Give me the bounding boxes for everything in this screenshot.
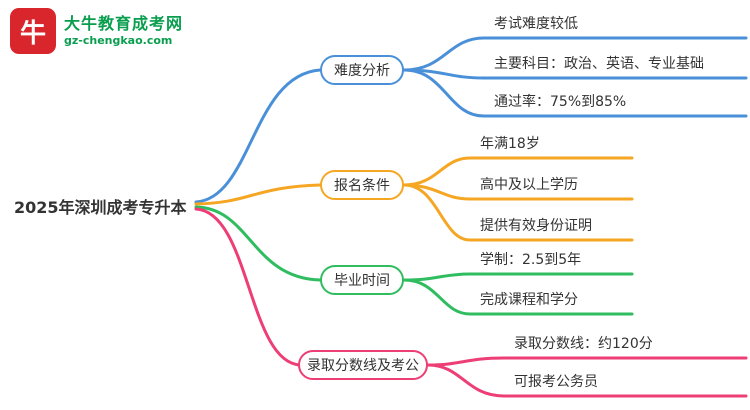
edge-root-difficulty [194, 68, 322, 204]
edge-root-requirements [194, 183, 322, 206]
leaf-exam-difficulty: 考试难度较低 [494, 16, 578, 32]
edge-requirements-child-2 [402, 183, 634, 242]
leaf-age-18: 年满18岁 [480, 136, 540, 152]
logo-title: 大牛教育成考网 [64, 14, 184, 34]
edge-requirements-child-0 [402, 156, 634, 187]
bull-logo-icon: 牛 [10, 8, 56, 54]
edge-root-graduation [194, 205, 322, 282]
edge-difficulty-child-0 [402, 36, 748, 72]
leaf-main-subjects: 主要科目：政治、英语、专业基础 [494, 56, 704, 72]
leaf-credits: 完成课程和学分 [480, 292, 578, 308]
edge-admission-child-1 [426, 363, 748, 398]
branch-admission-score: 录取分数线及考公 [298, 350, 428, 380]
edge-graduation-child-0 [402, 272, 634, 282]
leaf-civil-servant: 可报考公务员 [514, 374, 598, 390]
leaf-pass-rate: 通过率：75%到85% [494, 94, 627, 110]
leaf-study-length: 学制：2.5到5年 [480, 252, 582, 268]
branch-registration-requirements: 报名条件 [320, 170, 404, 200]
root-node: 2025年深圳成考专升本 [14, 198, 187, 217]
leaf-score-line: 录取分数线：约120分 [514, 336, 653, 352]
edge-root-admission [194, 207, 302, 367]
edge-graduation-child-1 [402, 278, 634, 316]
edge-difficulty-child-2 [402, 68, 748, 118]
edge-admission-child-0 [426, 356, 748, 367]
site-logo: 牛 大牛教育成考网 gz-chengkao.com [10, 8, 183, 54]
branch-graduation-time: 毕业时间 [320, 265, 404, 295]
logo-domain: gz-chengkao.com [64, 34, 173, 48]
logo-text-block: 大牛教育成考网 gz-chengkao.com [64, 14, 183, 48]
leaf-id-proof: 提供有效身份证明 [480, 218, 592, 234]
leaf-education-level: 高中及以上学历 [480, 177, 578, 193]
branch-difficulty-analysis: 难度分析 [320, 55, 404, 85]
